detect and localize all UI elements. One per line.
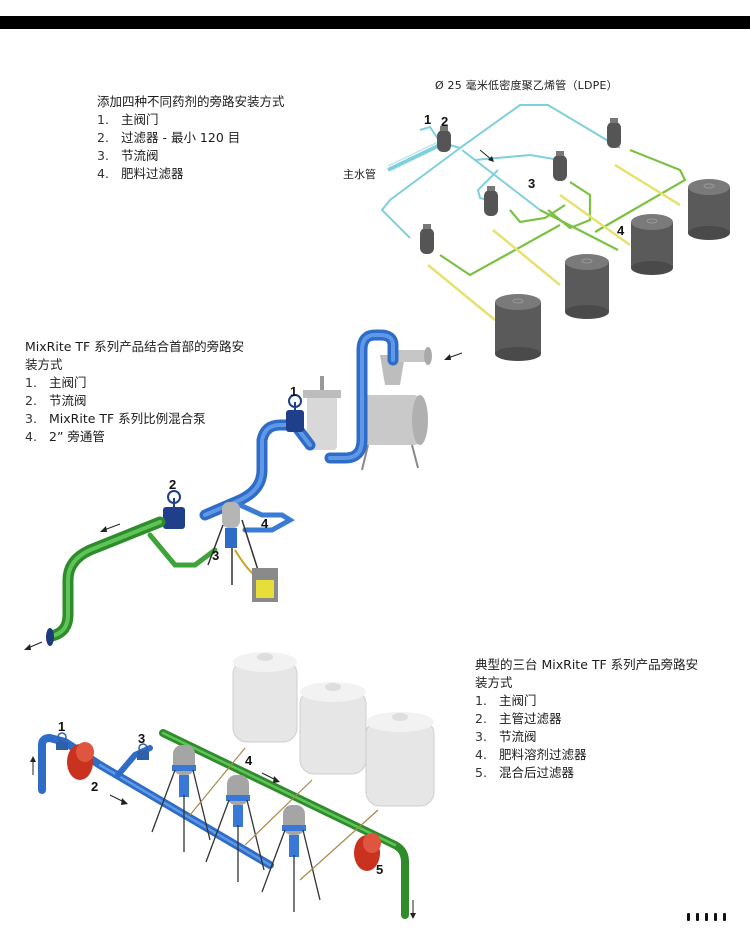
main-valve	[56, 732, 68, 750]
legend-item: 1.主阀门	[475, 693, 537, 708]
dosing-pump	[484, 186, 498, 216]
dosing-pump	[553, 151, 567, 181]
chemical-tank	[495, 294, 541, 361]
main-line-filter	[67, 742, 94, 780]
post-mix-filter	[354, 833, 381, 871]
legend-item: 4.肥料溶剂过滤器	[475, 747, 587, 762]
page-mark	[714, 913, 717, 921]
white-tank	[365, 712, 435, 807]
flow-arrow	[24, 641, 43, 650]
bypass-pipe	[237, 502, 295, 533]
headworks-outlet-pipe	[46, 516, 218, 642]
white-tank	[232, 652, 298, 743]
ldpe-bypass-list: 1.主阀门 2.过滤器 - 最小 120 目 3.节流阀 4.肥料过滤器	[97, 111, 297, 183]
flow-arrow	[479, 149, 494, 162]
callout-number: 1	[58, 719, 65, 734]
white-tanks	[232, 652, 435, 807]
headworks-inlet-pipe	[324, 329, 399, 464]
headworks-bypass-title: MixRite TF 系列产品结合首部的旁路安装方式	[25, 339, 245, 372]
flow-arrow	[30, 756, 36, 775]
page-number-marks	[687, 913, 726, 921]
mixrite-pumps	[151, 745, 321, 912]
callout-number: 3	[528, 176, 535, 191]
flow-arrow	[261, 772, 280, 783]
legend-item: 3.MixRite TF 系列比例混合泵	[25, 411, 206, 426]
throttle-valve	[163, 490, 185, 529]
disc-filter	[303, 376, 341, 450]
page-mark	[687, 913, 690, 921]
page-mark	[723, 913, 726, 921]
legend-item: 4.2” 旁通管	[25, 429, 105, 444]
flow-arrow	[444, 352, 463, 360]
legend-item: 2.过滤器 - 最小 120 目	[97, 130, 241, 145]
mixrite-pump	[207, 502, 259, 585]
ldpe-bypass-legend: 添加四种不同药剂的旁路安装方式 1.主阀门 2.过滤器 - 最小 120 目 3…	[97, 93, 297, 183]
page-mark	[705, 913, 708, 921]
legend-item: 3.节流阀	[97, 148, 159, 163]
dosing-pump	[420, 224, 434, 254]
headworks-bypass-list: 1.主阀门 2.节流阀 3.MixRite TF 系列比例混合泵 4.2” 旁通…	[25, 374, 245, 446]
hydrocyclone	[380, 347, 432, 385]
callout-number: 3	[138, 731, 145, 746]
callout-number: 4	[245, 753, 253, 768]
dosing-pump	[607, 118, 621, 148]
white-tank	[299, 682, 367, 775]
ldpe-bypass-title: 添加四种不同药剂的旁路安装方式	[97, 94, 285, 109]
suction-hoses	[427, 163, 681, 321]
chemical-tanks	[495, 179, 730, 361]
legend-item: 2.主管过滤器	[475, 711, 562, 726]
legend-item: 3.节流阀	[475, 729, 537, 744]
chemical-tank	[631, 214, 673, 275]
page-mark	[696, 913, 699, 921]
callout-number: 2	[441, 114, 448, 129]
dosing-pump	[437, 126, 451, 152]
chemical-canister	[234, 549, 278, 602]
triple-outlet-pipe	[159, 729, 409, 919]
flow-arrow	[410, 900, 416, 919]
ldpe-outlet-lines	[439, 148, 687, 277]
triple-bypass-list: 1.主阀门 2.主管过滤器 3.节流阀 4.肥料溶剂过滤器 5.混合后过滤器	[475, 692, 705, 782]
triple-bypass-legend: 典型的三台 MixRite TF 系列产品旁路安装方式 1.主阀门 2.主管过滤…	[475, 656, 705, 782]
legend-item: 1.主阀门	[97, 112, 159, 127]
mixrite-pump	[261, 805, 321, 912]
callout-number: 1	[424, 112, 431, 127]
ldpe-inlet-lines	[380, 104, 621, 239]
main-pipe-label: 主水管	[343, 168, 376, 181]
throttle-valve	[137, 743, 149, 760]
flow-arrow	[100, 523, 121, 532]
legend-item: 1.主阀门	[25, 375, 87, 390]
main-valve	[286, 394, 304, 432]
callout-number: 4	[261, 516, 269, 531]
callout-number: 3	[212, 548, 219, 563]
pipe-spec-label: Ø 25 毫米低密度聚乙烯管（LDPE）	[435, 79, 618, 92]
callout-number: 5	[376, 862, 383, 877]
legend-item: 4.肥料过滤器	[97, 166, 184, 181]
callout-number: 4	[617, 223, 625, 238]
dosing-pumps	[420, 118, 621, 254]
callout-number: 2	[91, 779, 98, 794]
mixrite-pump	[151, 745, 211, 852]
outlet-flange	[46, 628, 54, 646]
header-bar	[0, 16, 750, 29]
separator-tank	[360, 395, 428, 471]
chemical-tank	[565, 254, 609, 319]
legend-item: 5.混合后过滤器	[475, 765, 575, 780]
main-water-pipe	[387, 140, 441, 172]
triple-bypass-title: 典型的三台 MixRite TF 系列产品旁路安装方式	[475, 657, 699, 690]
chemical-tank	[688, 179, 730, 240]
flow-arrow	[109, 794, 128, 805]
callout-number: 1	[290, 384, 297, 399]
headworks-bypass-legend: MixRite TF 系列产品结合首部的旁路安装方式 1.主阀门 2.节流阀 3…	[25, 338, 245, 446]
callout-number: 2	[169, 477, 176, 492]
legend-item: 2.节流阀	[25, 393, 87, 408]
headworks-main-pipe	[199, 419, 316, 521]
suction-lines	[189, 747, 379, 881]
